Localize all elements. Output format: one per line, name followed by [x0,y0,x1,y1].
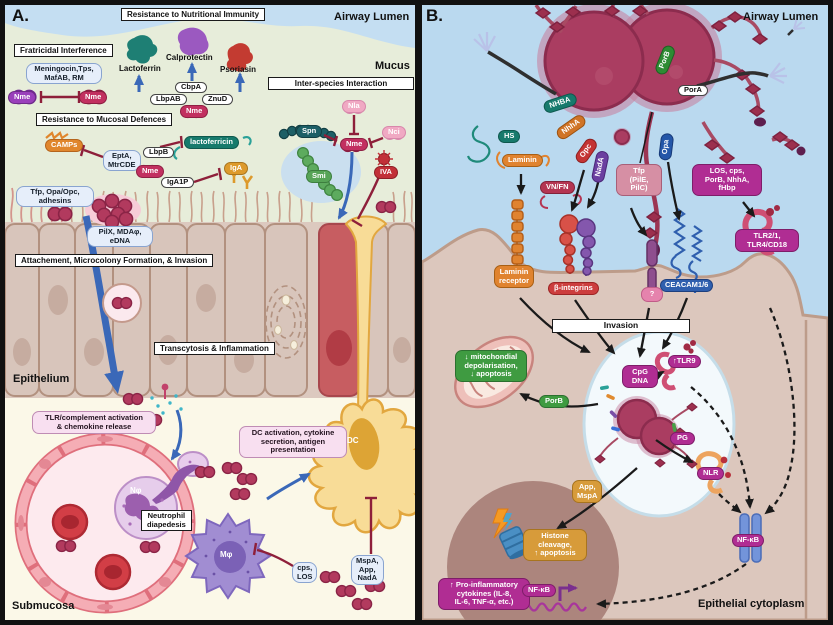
immune-evasion-inhibitions [252,496,377,568]
label-iga1p: IgA1P [161,177,195,188]
section-transcytosis: Transcytosis & Inflammation [154,342,275,356]
macrophage [184,512,272,600]
label-tlr9: ↑TLR9 [668,355,701,368]
section-nutritional-immunity: Resistance to Nutritional Immunity [121,8,266,22]
region-submucosa: Submucosa [12,600,75,612]
label-macrophage: Mφ [220,550,233,559]
section-fratricidal: Fratricidal Interference [14,44,113,58]
label-nme-4: Nme [340,138,369,151]
exocytosis [122,383,183,461]
microcolony [91,193,134,230]
label-pilx: PilX, MDAφ, eDNA [87,226,153,248]
label-mitochondrial-effect: ↓ mitochondial depolarisation, ↓ apoptos… [455,350,527,382]
vacuole-bacteria [594,385,698,469]
dc-activation-arrow [266,472,311,501]
signalling-arrows [596,307,796,609]
label-iga: IgA [224,162,249,175]
region-mucus: Mucus [375,60,410,72]
panel-a-letter: A. [12,6,29,25]
section-interspecies: Inter-species Interaction [268,77,414,91]
label-ceacam: CEACAM1/6 [660,279,714,292]
label-spn: Spn [296,125,323,138]
label-lbpb: LbpB [143,147,175,158]
nutritional-immunity-molecules [126,27,253,92]
invasion-arrow [82,215,124,394]
nlr-receptor [695,451,731,494]
label-pg: PG [670,432,695,445]
label-smi: Smi [306,170,332,183]
label-lactoferricin: lactoferricin [184,136,239,149]
label-cpg-dna: CpG DNA [622,365,658,389]
label-cps-los: cps, LOS [292,562,318,584]
label-psoriasin: Psoriasin [220,65,257,74]
region-epithelium: Epithelium [13,373,70,385]
label-histone-cleavage: Histone cleavage, ↑ apoptosis [523,529,587,561]
label-cbpa: CbpA [175,82,207,93]
label-cytokines: ↑ Pro-inflammatory cytokines (IL-8, IL-6… [438,578,530,610]
label-nme-3: Nme [136,165,165,178]
section-mucosal-defences: Resistance to Mucosal Defences [36,113,173,127]
laminin-receptor-stack [511,199,524,272]
label-znud: ZnuD [202,94,234,105]
epithelium-cells [5,223,415,397]
label-app-mspa: App, MspA [572,480,603,504]
label-lbpab: LbpAB [150,94,187,105]
label-neutrophil-diapedesis: Neutrophil diapedesis [141,510,192,532]
label-laminin: Laminin [502,154,543,167]
label-porb-b: PorB [539,395,569,408]
label-tfp-adhesins: Tfp, Opa/Opc, adhesins [16,186,94,208]
label-unknown-receptor: ? [641,287,663,302]
label-los-cps: LOS, cps, PorB, NhhA, fHbp [692,164,762,196]
section-attachment: Attachement, Microcolony Formation, & In… [15,254,214,268]
pili [473,17,806,96]
label-nme-purple: Nme [8,91,37,104]
label-nme-2: Nme [180,105,209,118]
label-laminin-receptor: Laminin receptor [494,265,535,289]
heparan-sulfate [466,125,491,163]
region-airway-lumen-b: Airway Lumen [743,11,819,23]
label-nlr: NLR [697,467,725,480]
label-tfp-b: Tfp (PilE, PilC) [616,164,662,196]
region-epithelial-cytoplasm: Epithelial cytoplasm [698,598,805,610]
label-tlr2: TLR2/1, TLR4/CD18 [735,229,799,253]
label-camps: CAMPs [45,139,84,152]
label-nme-crimson: Nme [79,91,108,104]
label-iva: IVA [374,166,398,179]
vn-fn-molecules [539,194,582,209]
beta-integrin-receptors [559,214,596,276]
los-diamonds [534,5,801,164]
label-lactoferrin: Lactoferrin [119,64,161,73]
label-neutrophil: Nφ [130,486,142,495]
label-nfkb-nucleus: NF-κB [522,584,557,597]
label-dc-activation: DC activation, cytokine secretion, antig… [239,426,347,458]
label-epta: EptA, MtrCDE [103,150,141,172]
label-nci: Nci [382,126,406,139]
label-mspa-app-nada: MspA, App, NadA [351,555,384,585]
gene-transcription [521,583,587,612]
label-dc: DC [347,436,359,445]
dc-dendrite [344,215,388,413]
label-tlr-complement: TLR/complement activation & chemokine re… [32,411,156,435]
label-nfkb-cytoplasm: NF-κB [732,534,765,547]
label-hs: HS [498,130,521,143]
label-vn-fn: VN/FN [540,181,575,194]
panel-b [422,5,828,620]
label-meningocin: Meningocin,Tps, MafAB, RM [26,63,102,85]
label-nla: Nla [342,100,366,113]
label-beta-integrins: β-integrins [548,282,599,295]
label-calprotectin: Calprotectin [166,53,213,62]
region-airway-lumen-a: Airway Lumen [334,11,410,23]
label-pora: PorA [678,85,708,96]
panel-b-letter: B. [426,6,443,25]
label-invasion: Invasion [552,319,690,333]
